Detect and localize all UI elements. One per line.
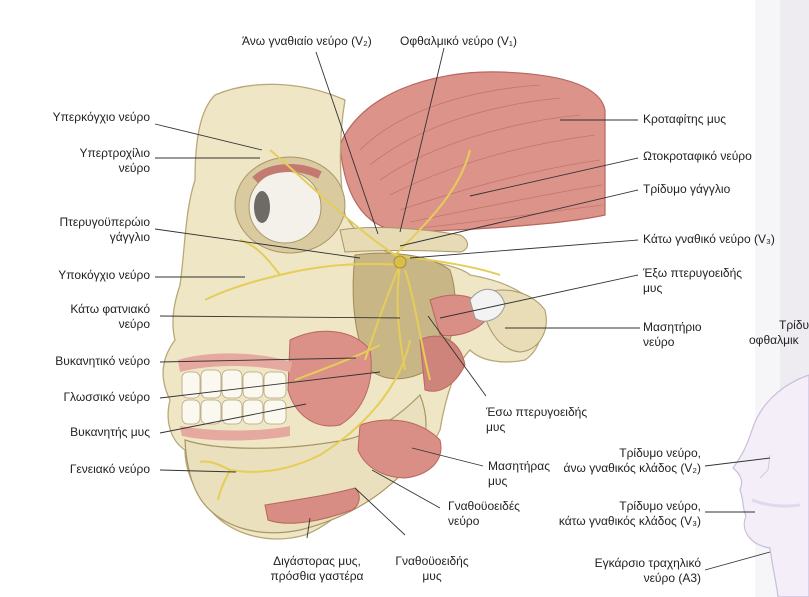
label-masseter-muscle-1: Μασητήρας (488, 459, 550, 473)
eye-muscle (252, 164, 322, 184)
upper-gum (178, 353, 292, 372)
face-detail (759, 454, 771, 479)
label-mandibular-nerve: Κάτω γναθικό νεύρο (V₃) (643, 232, 775, 246)
label-trig-v3-1: Τρίδυμο νεύρο, (619, 499, 701, 513)
trigeminal-ganglion (393, 255, 407, 269)
label-digastric-2: πρόσθια γαστέρα (270, 569, 364, 583)
label-upper-jaw-nerve: Άνω γναθιαίο νεύρο (V₂) (242, 34, 372, 48)
label-digastric-1: Διγάστορας μυς, (273, 554, 361, 568)
label-trig-v3-2: κάτω γναθικός κλάδος (V₃) (558, 514, 701, 528)
digastric-muscle (264, 487, 360, 524)
label-buccal-nerve: Βυκανητικό νεύρο (55, 354, 150, 368)
label-mental-nerve: Γενειακό νεύρο (69, 462, 150, 476)
label-supratrochlear-nerve-1: Υπερτροχίλιο (79, 146, 150, 160)
head-silhouette (732, 374, 809, 597)
label-mylohyoid-nerve-1: Γναθοϋοειδές (448, 499, 520, 513)
articular-capsule (469, 288, 506, 322)
lower-gum (180, 426, 290, 441)
label-transverse-cervical-1: Εγκάρσιο τραχηλικό (594, 556, 701, 570)
label-supraorbital-nerve: Υπερκόγχιο νεύρο (52, 110, 150, 124)
label-trig-v2-2: άνω γναθικός κλάδος (V₂) (563, 461, 701, 475)
label-pterygopalatine-ganglion-1: Πτερυγοϋπερώιο (59, 215, 150, 229)
label-inferior-alveolar-nerve-2: νεύρο (118, 317, 150, 331)
medial-pterygoid (419, 335, 466, 392)
label-trig-v2-1: Τρίδυμο νεύρο, (619, 446, 701, 460)
label-masseter-muscle-2: μυς (488, 474, 508, 488)
label-lateral-pterygoid-2: μυς (643, 281, 663, 295)
label-medial-pterygoid-2: μυς (486, 420, 506, 434)
label-transverse-cervical-2: νεύρο (Α3) (643, 571, 701, 585)
label-pterygopalatine-ganglion-2: γάγγλιο (109, 230, 150, 244)
label-trigeminal-ganglion: Τρίδυμο γάγγλιο (643, 182, 731, 196)
label-inferior-alveolar-nerve-1: Κάτω φατνιακό (70, 302, 150, 316)
label-lateral-pterygoid-1: Έξω πτερυγοειδής (643, 266, 743, 280)
zygomatic-arch (339, 227, 468, 253)
label-infraorbital-nerve: Υποκόγχιο νεύρο (58, 268, 150, 282)
label-masseteric-nerve-1: Μασητήριο (643, 320, 702, 334)
teeth (181, 369, 287, 425)
label-right-trigeminal-2: οφθαλμικ (749, 333, 799, 347)
label-buccinator-muscle: Βυκανητής μυς (70, 425, 150, 439)
masseter-muscle (357, 419, 442, 479)
label-masseteric-nerve-2: νεύρο (643, 335, 675, 349)
label-mylohyoid-muscle-2: μυς (422, 569, 442, 583)
label-supratrochlear-nerve-2: νεύρο (118, 161, 150, 175)
label-temporalis-muscle: Κροταφίτης μυς (643, 112, 727, 126)
jaw-region (751, 498, 801, 508)
temporalis-muscle (339, 71, 606, 233)
label-mylohyoid-muscle-1: Γναθοϋοειδής (395, 554, 469, 568)
label-medial-pterygoid-1: Έσω πτερυγοειδής (486, 405, 588, 419)
label-ophthalmic-nerve: Οφθαλμικό νεύρο (V₁) (400, 34, 517, 48)
leader-lines (154, 47, 771, 571)
buccinator-muscle (287, 330, 372, 427)
pupil (254, 191, 270, 223)
label-auriculotemporal-nerve: Ωτοκροταφικό νεύρο (643, 149, 752, 163)
label-mylohyoid-nerve-2: νεύρο (448, 514, 480, 528)
label-lingual-nerve: Γλωσσικό νεύρο (63, 390, 150, 404)
label-right-trigeminal-1: Τρίδυ (779, 318, 809, 332)
nerve-branches (199, 149, 501, 501)
